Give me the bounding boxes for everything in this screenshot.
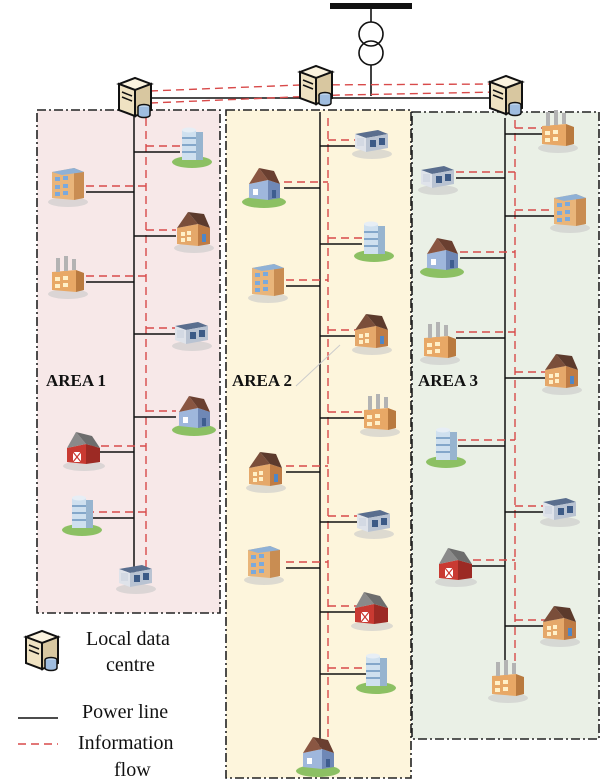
area-1-label: AREA 1 [46,371,106,390]
apartment-icon [550,194,590,233]
legend-power-line-label: Power line [82,701,168,723]
area-1-network [86,110,180,575]
apartment-icon [48,168,88,207]
legend-information-flow-label-2: flow [114,759,151,781]
legend-data-centre-label: Local data [86,628,170,650]
shop-icon [172,322,212,351]
data-centre-icon [489,75,523,117]
transformer-icon [330,3,412,96]
area-2-network [284,112,370,750]
data-centre-icon [299,65,333,107]
area-3-network [456,118,556,670]
data-centre-legend-icon [25,630,59,672]
shop-icon [354,510,394,539]
area-2-label: AREA 2 [232,371,292,390]
area-3-label: AREA 3 [418,371,478,390]
apartment-icon [244,546,284,585]
shop-icon [352,130,392,159]
legend: Local data centre Power line Information… [18,628,174,781]
data-centre-icon [118,77,152,119]
shop-icon [418,166,458,195]
legend-data-centre-label-2: centre [106,654,155,676]
shop-icon [116,565,156,594]
apartment-icon [248,264,288,303]
legend-information-flow-label: Information [78,732,174,754]
shop-icon [540,498,580,527]
